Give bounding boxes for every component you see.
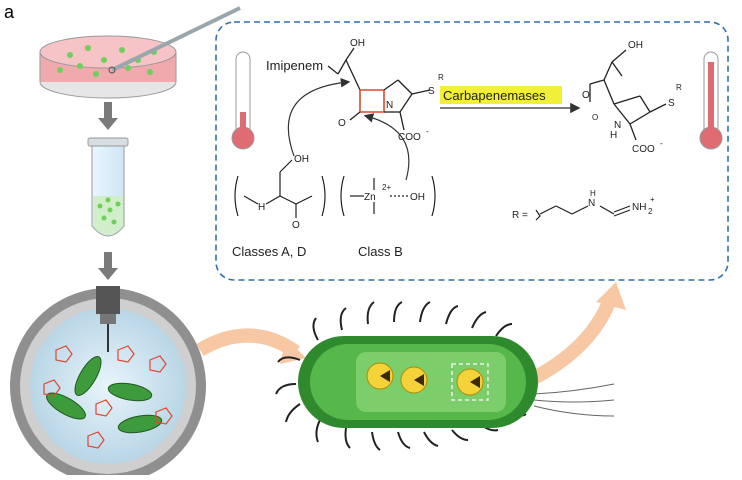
chem-zn-charge: 2+ [382,183,391,192]
chem-nh: H [258,202,265,213]
chem-sub2: 2 [648,207,653,216]
chem-r: R [438,73,444,82]
enzyme-label: Carbapenemases [443,88,546,103]
flow-arrow [196,328,300,358]
bacterium-icon [275,301,615,451]
chem-oh: OH [294,154,309,165]
chem-nh2: NH [632,202,646,213]
chem-o: O [582,90,590,101]
pipette-icon [111,6,241,72]
imipenem-structure [327,47,431,131]
classes-ad-label: Classes A, D [232,244,306,259]
chem-oh: OH [410,192,425,203]
chem-s: S [428,86,435,97]
chem-coo: COO [398,132,421,143]
chem-n: N [614,120,621,131]
test-tube-icon [87,137,129,237]
r-eq-label: R = [512,210,528,221]
chem-plus: + [650,195,655,204]
chem-o: O [292,220,300,231]
panel-label: a [4,2,15,22]
chem-coo: COO [632,144,655,155]
chem-zn: Zn [364,192,376,203]
chem-o-minus: O [592,113,598,122]
chem-oh: OH [350,38,365,49]
enzyme-highlight [440,86,562,104]
zinc-fragment [340,175,436,217]
down-arrow-icon [98,252,118,280]
attack-arrow [363,113,410,181]
class-b-label: Class B [358,244,403,259]
chem-n: N [386,100,393,111]
attack-arrow [287,77,351,157]
thermometer-icon [231,51,255,150]
chem-h: H [590,189,596,198]
chem-charge: - [660,139,663,148]
chem-o: O [338,118,346,129]
chem-oh: OH [628,40,643,51]
r-group-chain [535,205,631,221]
petri-dish-icon [39,35,177,99]
chem-h: H [610,130,617,141]
down-arrow-icon [98,102,118,130]
chem-r: R [676,83,682,92]
imipenem-label: Imipenem [266,58,323,73]
flow-arrow [526,297,617,387]
serine-fragment [234,159,326,218]
thermometer-icon [699,51,723,150]
chem-s: S [668,98,675,109]
mechanism-box [215,21,729,281]
chem-nh: N [588,198,595,209]
product-structure [589,49,667,141]
chem-charge: - [426,127,429,136]
reactor-icon [10,286,206,480]
